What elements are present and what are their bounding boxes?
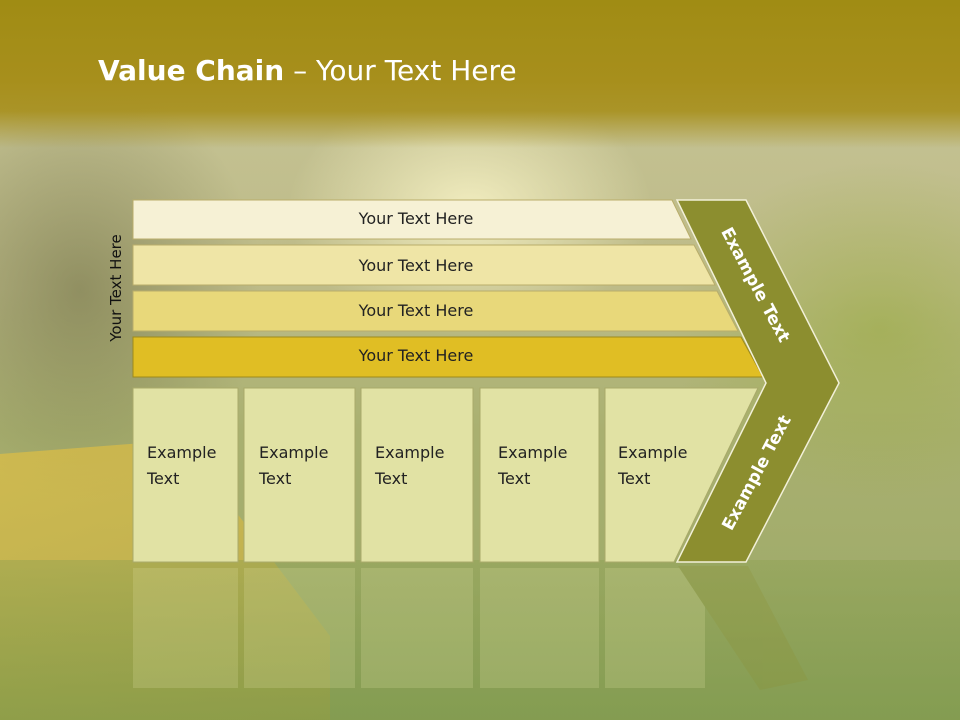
bar-2-label: Your Text Here [358,256,474,275]
reflection-cell-5 [605,568,705,688]
reflection-cell-4 [480,568,599,688]
cell-3 [360,387,474,563]
cell-3-line-1: Example [375,443,445,462]
title-bold: Value Chain [98,54,285,87]
bar-1-label: Your Text Here [358,209,474,228]
cell-4-line-2: Text [498,469,531,488]
bar-2 [132,244,716,286]
bar-1 [132,199,692,240]
reflection-cell-2 [244,568,355,688]
cell-1-line-1: Example [147,443,217,462]
cell-5-line-2: Text [618,469,651,488]
cell-4-line-1: Example [498,443,568,462]
cell-5 [604,387,759,563]
grass-image [0,560,960,720]
title-rest: – Your Text Here [284,54,517,87]
reflection-chevron [678,566,808,690]
slide-title: Value Chain – Your Text Here [98,54,517,87]
reflection-cell-1 [133,568,238,688]
reflection [133,566,808,690]
cell-3-line-2: Text [375,469,408,488]
bar-3 [132,290,739,332]
header-band [0,0,960,148]
bar-4-label: Your Text Here [358,346,474,365]
cell-1 [132,387,239,563]
cell-4 [479,387,600,563]
cell-2 [243,387,356,563]
cell-2-line-1: Example [259,443,329,462]
cell-1-line-2: Text [147,469,180,488]
bar-3-label: Your Text Here [358,301,474,320]
cell-5-line-1: Example [618,443,688,462]
cell-2-line-2: Text [259,469,292,488]
reflection-cell-3 [361,568,473,688]
chevron-arrow [675,199,840,563]
